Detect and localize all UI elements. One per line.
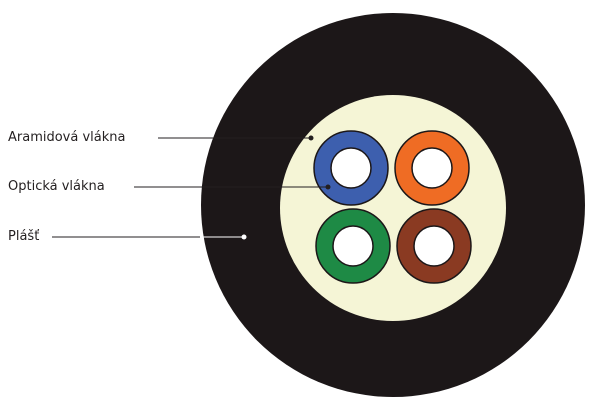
aramid-leader-dot xyxy=(308,135,314,141)
aramid-filler xyxy=(280,95,506,321)
fiber-brown xyxy=(396,208,472,284)
optical-leader-dot xyxy=(325,184,331,190)
fiber-orange xyxy=(394,130,470,206)
fiber-green xyxy=(315,208,391,284)
label-aramid-fibers: Aramidová vlákna xyxy=(8,130,126,145)
jacket-leader-dot xyxy=(241,234,247,240)
fiber-blue xyxy=(313,130,389,206)
label-jacket: Plášť xyxy=(8,229,40,244)
label-optical-fibers: Optická vlákna xyxy=(8,179,105,194)
